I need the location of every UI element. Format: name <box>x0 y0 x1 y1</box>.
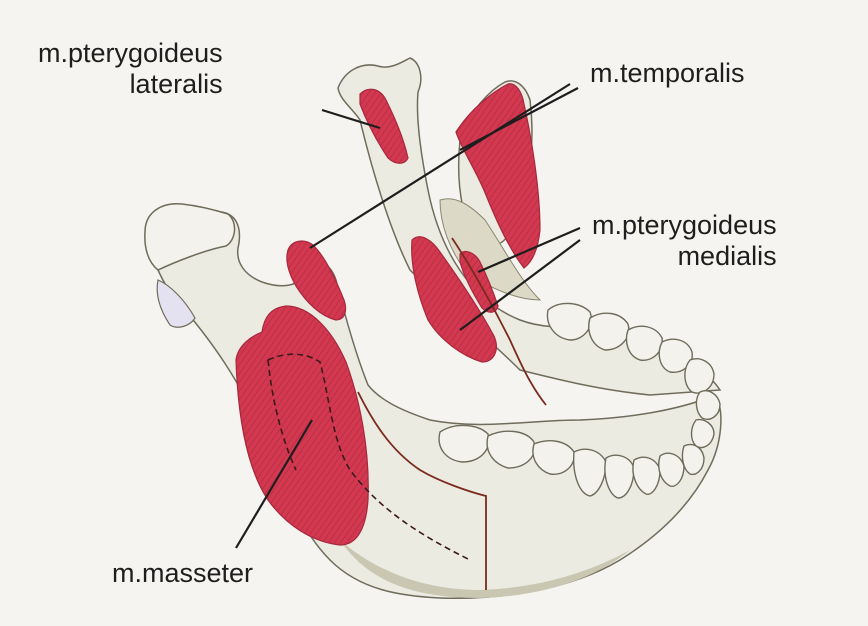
label-temporalis: m.temporalis <box>590 58 745 89</box>
label-masseter: m.masseter <box>112 558 253 589</box>
label-pterygoideus-lateralis: m.pterygoideus lateralis <box>38 38 223 100</box>
label-pterygoideus-medialis: m.pterygoideus medialis <box>592 210 777 272</box>
label-pterygoideus-lateralis-line2: lateralis <box>38 69 223 100</box>
label-pterygoideus-medialis-line2: medialis <box>592 241 777 272</box>
label-pterygoideus-lateralis-line1: m.pterygoideus <box>38 38 223 69</box>
label-pterygoideus-medialis-line1: m.pterygoideus <box>592 210 777 241</box>
